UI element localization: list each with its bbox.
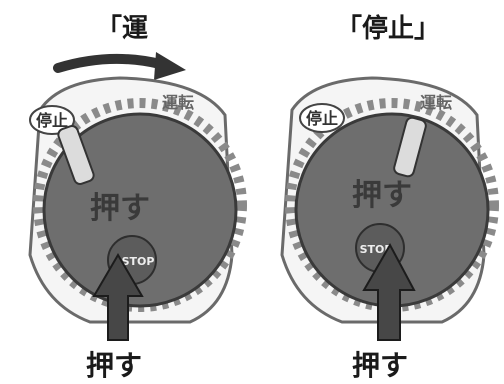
- knob-push-text: 押す: [352, 178, 412, 213]
- run-state-dial: 停止 運転 押す STOP: [28, 52, 247, 341]
- knob-push-text: 押す: [90, 191, 150, 226]
- run-label: 運転: [162, 93, 194, 112]
- stop-title-label: 「停止」: [336, 14, 441, 44]
- run-label: 運転: [420, 93, 452, 112]
- run-title-label: 「運: [96, 14, 149, 44]
- stop-tag-label: 停止: [36, 111, 68, 130]
- push-up-arrow-icon: [362, 242, 416, 341]
- dial-knob[interactable]: [42, 112, 238, 308]
- stop-state-dial: 停止 運転 押す STOP: [280, 76, 499, 341]
- push-caption-left: 押す: [86, 349, 143, 382]
- stop-tag: 停止: [29, 105, 75, 135]
- stop-button-label: STOP: [122, 255, 155, 268]
- dial-slot: [57, 125, 95, 185]
- stop-tag: 停止: [299, 103, 345, 133]
- push-caption-right: 押す: [352, 349, 409, 382]
- dial-slot: [393, 116, 427, 178]
- stop-button-label: STOP: [360, 243, 393, 256]
- rotate-clockwise-arrow-icon: [53, 52, 186, 80]
- push-up-arrow-icon: [92, 253, 144, 341]
- stop-tag-label: 停止: [306, 109, 338, 128]
